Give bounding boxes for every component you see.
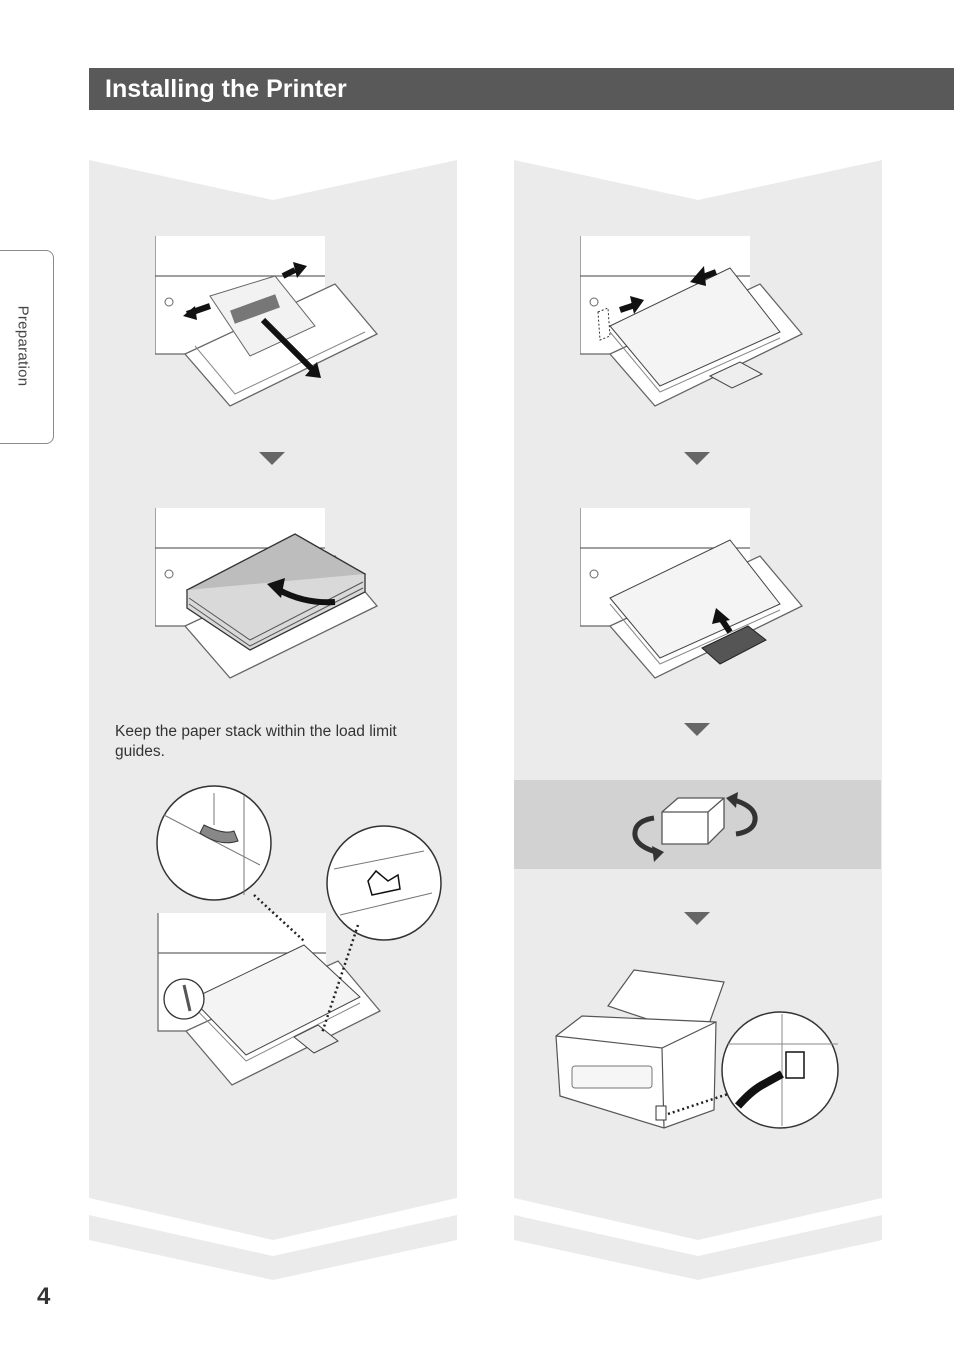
power-cord-connect-icon bbox=[555, 969, 839, 1129]
step-down-arrow bbox=[259, 452, 285, 465]
page-number: 4 bbox=[37, 1283, 51, 1310]
right-step-panel bbox=[514, 160, 882, 1280]
right-panel-background bbox=[514, 160, 882, 1280]
paper-size-guide-adjust-icon bbox=[580, 236, 804, 407]
step-down-arrow bbox=[684, 723, 710, 736]
section-tab[interactable] bbox=[0, 250, 54, 444]
load-limit-note: Keep the paper stack within the load lim… bbox=[115, 723, 397, 760]
page-title: Installing the Printer bbox=[89, 68, 954, 110]
load-limit-guides-icon bbox=[156, 785, 442, 1086]
paper-end-guide-icon bbox=[580, 508, 804, 679]
step-down-arrow bbox=[684, 452, 710, 465]
printer-tray-guides-icon bbox=[155, 236, 379, 407]
rotate-printer-icon bbox=[632, 792, 758, 862]
step-down-arrow bbox=[684, 912, 710, 925]
section-tab-label: Preparation bbox=[14, 305, 32, 387]
paper-stack-load-icon bbox=[155, 508, 379, 679]
